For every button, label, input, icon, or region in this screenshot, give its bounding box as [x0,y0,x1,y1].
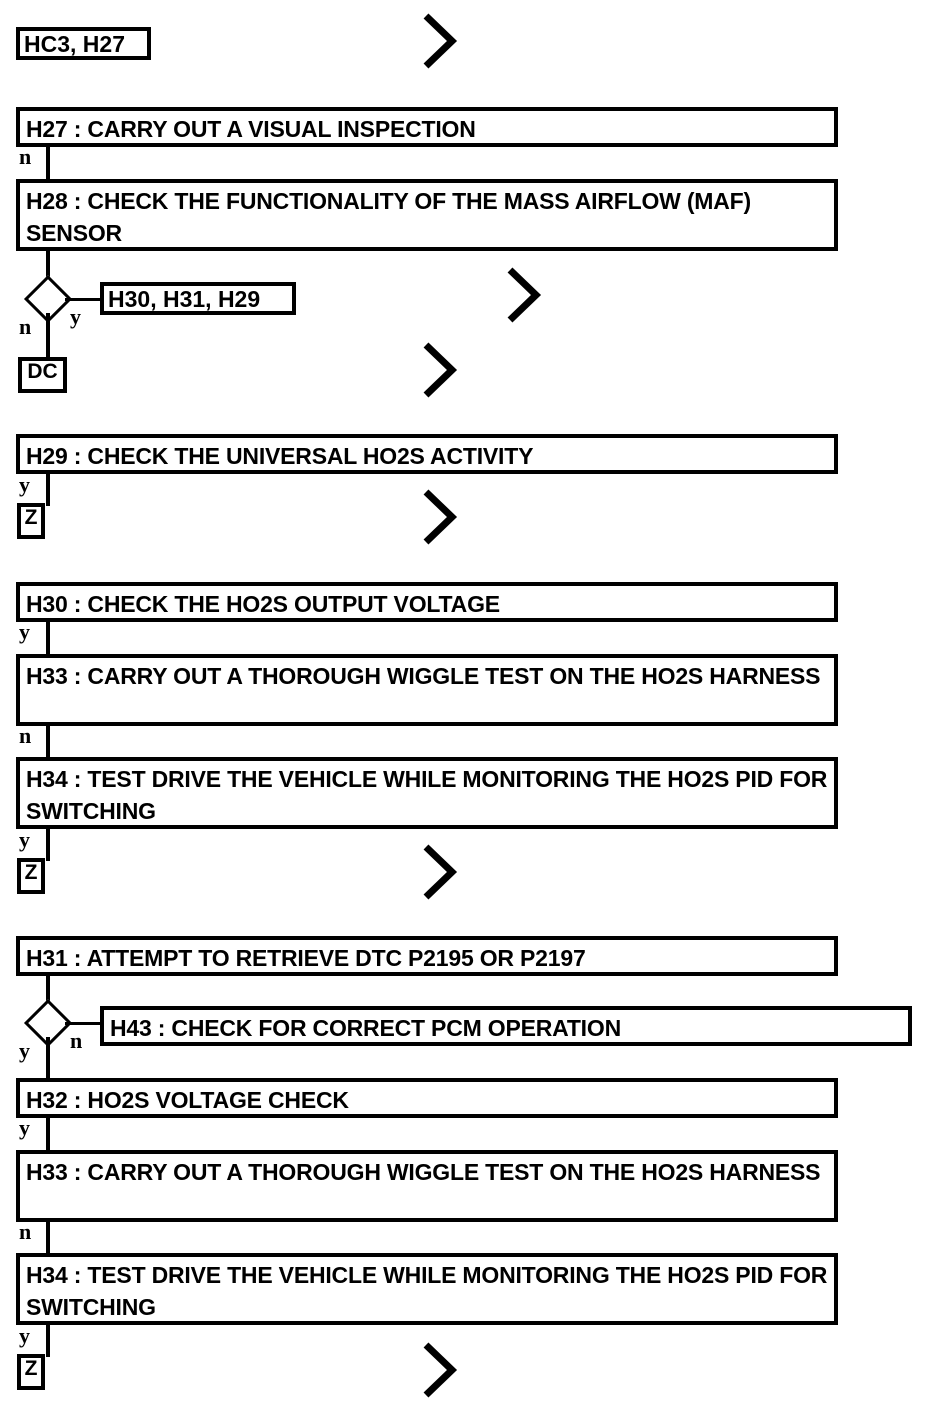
page-continuation-chevron [418,839,464,905]
page-continuation-chevron [418,337,464,403]
branch-label-decision2-y: y [19,1038,30,1063]
branch-label-h32-y: y [19,1115,30,1140]
connector-h34-z-second [46,1325,50,1357]
step-box-h33-first[interactable]: H33 : CARRY OUT A THOROUGH WIGGLE TEST O… [16,654,838,726]
page-continuation-chevron [418,8,464,74]
connector-h29-z [46,474,50,506]
step-box-h32[interactable]: H32 : HO2S VOLTAGE CHECK [16,1078,838,1118]
connector-decision2-yes [46,1037,50,1078]
terminator-box-z[interactable]: Z [17,503,45,539]
branch-label-decision2-n: n [70,1028,83,1053]
connector-h32-h33 [46,1118,50,1150]
reference-box-h30-h31-h29[interactable]: H30, H31, H29 [100,282,296,315]
terminator-box-z[interactable]: Z [17,858,45,894]
branch-label-h33-n-second: n [19,1219,32,1244]
connector-h33-h34-first [46,726,50,758]
step-box-h29[interactable]: H29 : CHECK THE UNIVERSAL HO2S ACTIVITY [16,434,838,474]
branch-label-h29-y: y [19,472,30,497]
terminator-box-z[interactable]: Z [17,1354,45,1390]
connector-decision1-yes [65,298,103,301]
branch-label-h30-y: y [19,619,30,644]
step-box-h28[interactable]: H28 : CHECK THE FUNCTIONALITY OF THE MAS… [16,179,838,251]
branch-label-h27-n: n [19,144,32,169]
terminator-box-dc[interactable]: DC [18,357,67,393]
connector-h31-decision2 [46,976,50,1007]
page-continuation-chevron [418,484,464,550]
page-continuation-chevron [502,262,548,328]
step-box-h27[interactable]: H27 : CARRY OUT A VISUAL INSPECTION [16,107,838,147]
connector-h34-z-first [46,829,50,861]
step-box-h34-second[interactable]: H34 : TEST DRIVE THE VEHICLE WHILE MONIT… [16,1253,838,1325]
page-continuation-chevron [418,1337,464,1403]
step-box-h30[interactable]: H30 : CHECK THE HO2S OUTPUT VOLTAGE [16,582,838,622]
branch-label-decision1-n: n [19,314,32,339]
branch-label-h33-n-first: n [19,723,32,748]
connector-decision1-no [46,313,50,357]
branch-label-h34-y-first: y [19,827,30,852]
step-box-h43[interactable]: H43 : CHECK FOR CORRECT PCM OPERATION [100,1006,912,1046]
connector-h30-h33 [46,622,50,654]
connector-h28-decision1 [46,251,50,283]
connector-h27-h28 [46,147,50,179]
connector-decision2-no [65,1022,103,1025]
reference-box-hc3-h27[interactable]: HC3, H27 [16,27,151,60]
step-box-h31[interactable]: H31 : ATTEMPT TO RETRIEVE DTC P2195 OR P… [16,936,838,976]
branch-label-h34-y-second: y [19,1323,30,1348]
step-box-h34-first[interactable]: H34 : TEST DRIVE THE VEHICLE WHILE MONIT… [16,757,838,829]
connector-h33-h34-second [46,1222,50,1254]
step-box-h33-second[interactable]: H33 : CARRY OUT A THOROUGH WIGGLE TEST O… [16,1150,838,1222]
branch-label-decision1-y: y [70,304,81,329]
